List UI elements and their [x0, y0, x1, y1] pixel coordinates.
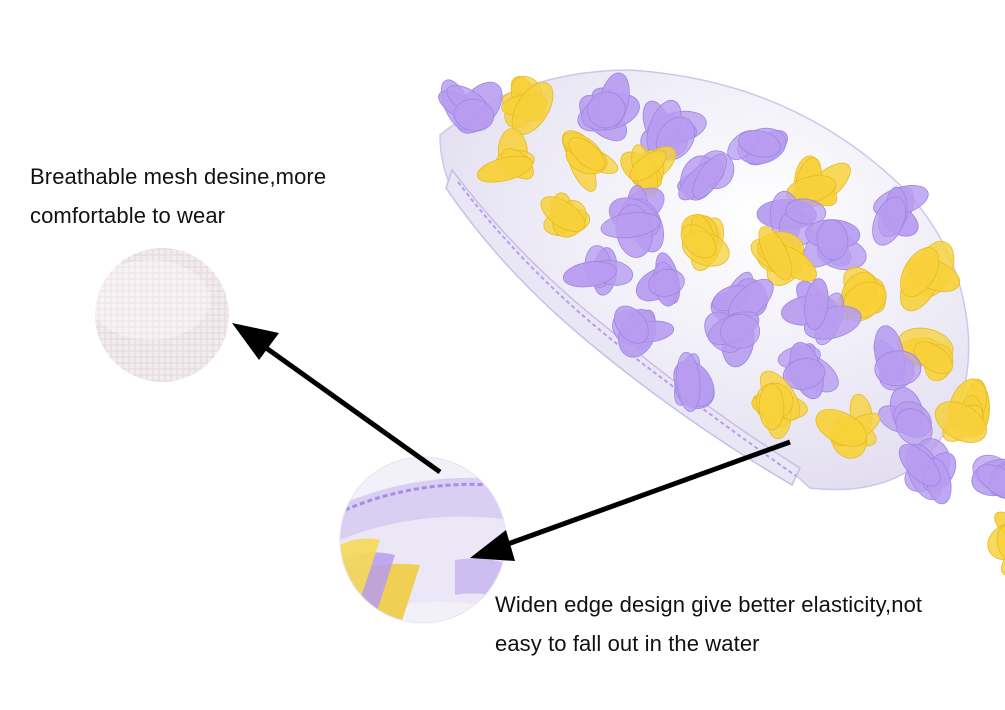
- petal: [874, 350, 922, 387]
- petal: [453, 98, 495, 132]
- mesh-caption: Breathable mesh desine,more comfortable …: [30, 158, 326, 235]
- mesh-caption-line1: Breathable mesh desine,more: [30, 164, 327, 189]
- arrow-to-edge: [470, 439, 791, 561]
- edge-detail-circle: [340, 457, 506, 623]
- petal: [629, 150, 667, 182]
- mesh-caption-line2: comfortable to wear: [30, 202, 226, 228]
- petal: [913, 341, 953, 375]
- petal: [738, 129, 781, 158]
- petal: [568, 137, 606, 171]
- petal: [680, 224, 717, 259]
- petal: [540, 196, 586, 233]
- petal: [815, 409, 867, 447]
- petal: [758, 226, 793, 281]
- petal: [994, 511, 1005, 547]
- petal: [692, 153, 727, 199]
- petal: [587, 91, 626, 129]
- petal: [720, 313, 761, 349]
- petal: [614, 305, 649, 344]
- arrow-to-mesh: [232, 323, 442, 475]
- petal: [996, 523, 1005, 569]
- petal: [1001, 529, 1005, 576]
- petal: [648, 268, 685, 297]
- edge-caption-line2: easy to fall out in the water: [495, 630, 760, 656]
- petal: [898, 444, 941, 487]
- petal: [976, 464, 1005, 501]
- edge-caption: Widen edge design give better elasticity…: [495, 586, 922, 663]
- petal: [758, 383, 785, 431]
- petal: [676, 351, 701, 412]
- mesh-detail-circle: [95, 248, 229, 382]
- petal: [872, 196, 906, 246]
- petal: [782, 358, 826, 390]
- swim-cap: [438, 69, 1005, 576]
- petal: [562, 261, 617, 288]
- petal: [934, 401, 987, 443]
- petal: [785, 198, 827, 225]
- petal: [900, 247, 940, 297]
- petal: [600, 212, 661, 239]
- petal: [804, 278, 829, 330]
- petal: [816, 219, 849, 261]
- petal: [476, 155, 534, 183]
- edge-caption-line1: Widen edge design give better elasticity…: [495, 592, 923, 617]
